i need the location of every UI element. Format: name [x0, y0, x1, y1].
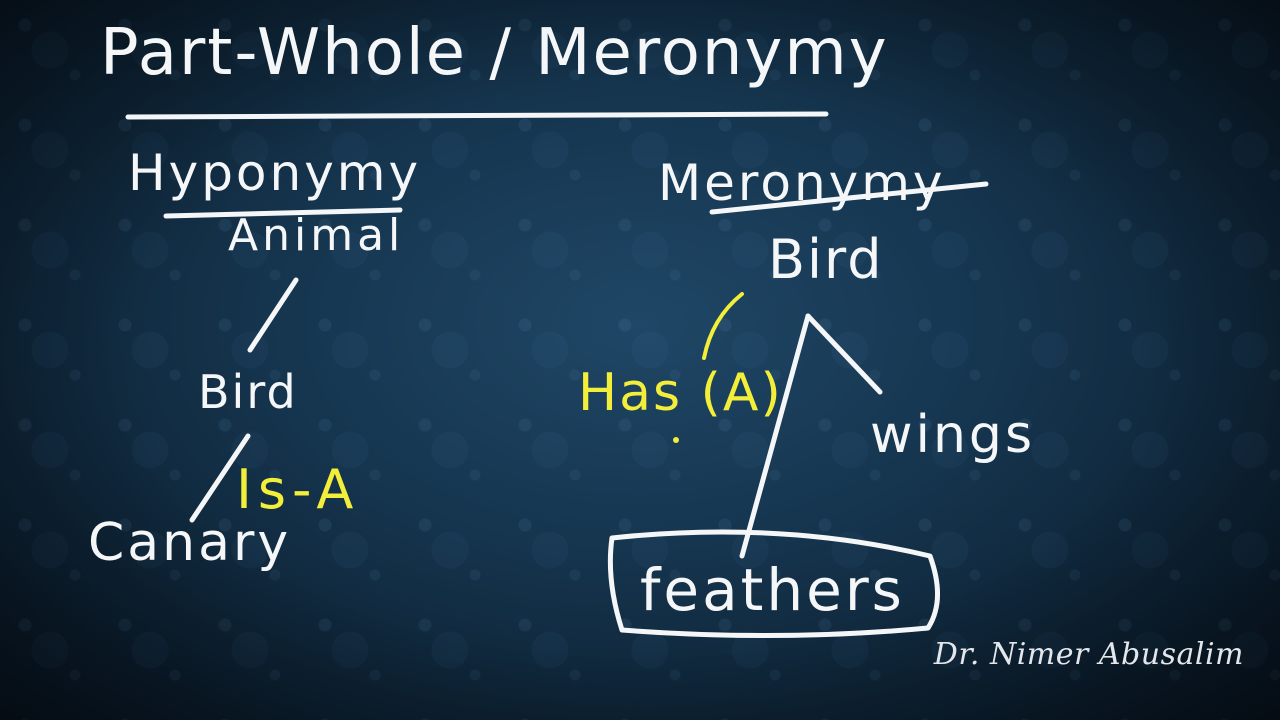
node-canary: Canary — [88, 513, 291, 573]
relation-arc — [702, 292, 744, 360]
feathers-box — [607, 529, 941, 639]
edge-animal-bird — [247, 277, 299, 353]
edge-bird-canary — [189, 433, 251, 523]
author-signature: Dr. Nimer Abusalim — [933, 637, 1244, 672]
title-underline — [125, 111, 829, 120]
relation-is-a: Is-A — [236, 458, 359, 521]
node-feathers: feathers — [640, 556, 905, 624]
hyponymy-heading: Hyponymy — [128, 144, 421, 202]
edge-bird-feathers — [739, 313, 811, 559]
edge-bird-wings — [805, 313, 883, 395]
meronymy-underline — [709, 181, 989, 215]
node-animal: Animal — [228, 210, 404, 261]
relation-has-a: Has (A) — [578, 363, 783, 423]
page-title: Part-Whole / Meronymy — [100, 16, 889, 90]
node-bird-left: Bird — [198, 365, 298, 419]
cursor-dot — [673, 437, 679, 443]
hyponymy-underline — [163, 207, 403, 219]
node-bird-right: Bird — [768, 228, 884, 291]
node-wings: wings — [870, 405, 1035, 465]
